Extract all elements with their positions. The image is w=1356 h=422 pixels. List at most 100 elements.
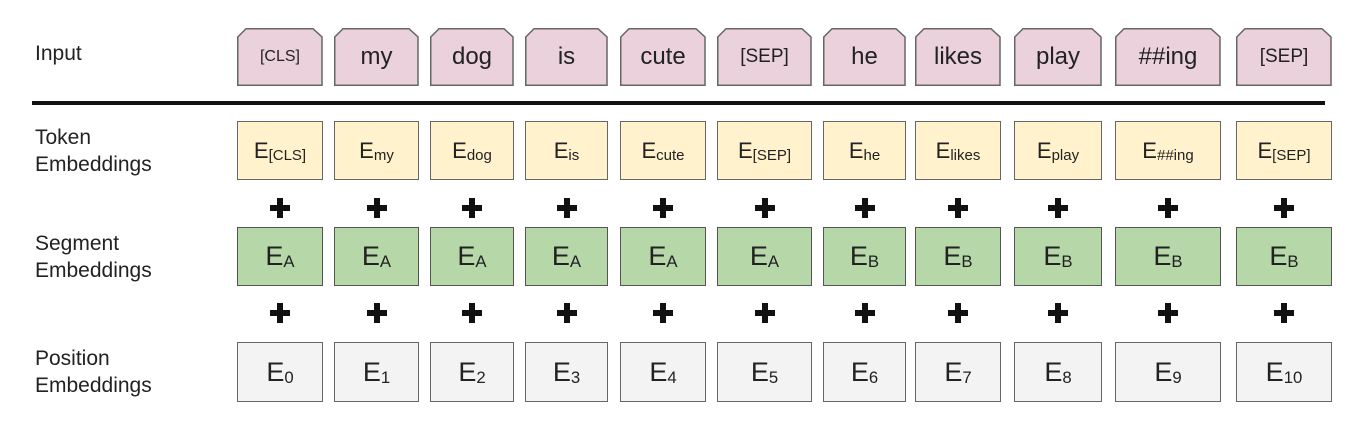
plus-icon-segment-position	[556, 303, 577, 323]
input-token-text: [SEP]	[740, 46, 789, 67]
segment-embedding-base: E	[265, 241, 284, 271]
position-embedding-base: E	[944, 356, 963, 387]
input-token-2: dog	[430, 28, 514, 86]
token-embedding-subscript: is	[568, 147, 580, 165]
input-token-shape	[334, 28, 419, 86]
segment-embedding-base: E	[1269, 241, 1288, 271]
segment-embedding-base: E	[943, 241, 962, 271]
token-embedding-subscript: [CLS]	[268, 147, 307, 165]
plus-icon-segment-position	[1048, 303, 1068, 323]
token-embeddings-label-line2: Embeddings	[35, 153, 152, 176]
segment-embedding-subscript: A	[767, 252, 780, 272]
position-embedding-subscript: 7	[962, 367, 972, 387]
token-embedding-subscript: dog	[466, 147, 492, 165]
plus-icon-token-segment	[366, 198, 387, 218]
input-token-text: cute	[640, 43, 686, 70]
segment-embedding-subscript: B	[1171, 252, 1183, 272]
plus-icon-segment-position	[1274, 303, 1294, 323]
input-token-text: play	[1035, 43, 1081, 70]
plus-icon-segment-position	[854, 303, 875, 323]
input-token-0: [CLS]	[237, 28, 323, 86]
position-embedding-base: E	[1044, 356, 1063, 387]
position-embedding-base: E	[1265, 356, 1284, 387]
segment-embedding-subscript: A	[569, 252, 582, 272]
input-token-shape	[430, 28, 514, 86]
position-embedding-subscript: 6	[868, 367, 879, 387]
position-embedding-subscript: 2	[476, 367, 486, 387]
token-embedding-base: E	[452, 137, 467, 163]
segment-embedding-base: E	[648, 241, 667, 271]
plus-icon-segment-position	[366, 303, 387, 323]
position-embeddings-label-line2: Embeddings	[35, 374, 152, 397]
input-token-text: he	[851, 43, 878, 70]
input-token-text: ##ing	[1138, 43, 1198, 70]
input-token-text: is	[557, 43, 576, 70]
position-embedding-base: E	[552, 356, 571, 387]
position-embedding-base: E	[850, 356, 869, 387]
input-token-1: my	[334, 28, 419, 86]
token-embedding-0: E[CLS]	[237, 121, 323, 180]
position-embedding-base: E	[1154, 356, 1173, 387]
token-embedding-subscript: he	[863, 147, 881, 165]
token-embedding-10: E[SEP]	[1236, 121, 1332, 180]
segment-embedding-subscript: B	[1287, 252, 1299, 272]
input-token-text: [CLS]	[259, 48, 300, 65]
segment-embedding-subscript: A	[666, 252, 678, 272]
segment-embedding-subscript: B	[961, 252, 973, 272]
segment-embedding-base: E	[1043, 241, 1062, 271]
token-embedding-base: E	[1036, 137, 1052, 163]
position-embedding-subscript: 0	[284, 367, 294, 387]
input-token-shape	[823, 28, 906, 86]
plus-icon-segment-position	[270, 303, 290, 323]
position-embedding-base: E	[458, 356, 477, 387]
input-token-shape	[915, 28, 1001, 86]
plus-icon-segment-position	[754, 303, 775, 323]
token-embedding-subscript: cute	[656, 147, 685, 165]
segment-embeddings-label: Segment Embeddings	[35, 230, 152, 284]
input-row-label: Input	[35, 42, 82, 65]
token-embedding-base: E	[737, 137, 753, 163]
token-embeddings-label-line1: Token	[35, 126, 92, 149]
plus-icon-token-segment	[948, 198, 968, 218]
position-embedding-subscript: 10	[1283, 367, 1303, 387]
input-token-shape	[1236, 28, 1332, 86]
position-embedding-subscript: 3	[570, 367, 581, 387]
token-embedding-subscript: play	[1051, 147, 1080, 165]
input-token-6: he	[823, 28, 906, 86]
segment-embedding-base: E	[361, 241, 380, 271]
position-embedding-subscript: 1	[380, 367, 391, 387]
plus-icon-segment-position	[653, 303, 673, 323]
plus-icon-token-segment	[653, 198, 673, 218]
segment-embeddings-label-line1: Segment	[35, 232, 120, 255]
plus-icon-token-segment	[462, 198, 482, 218]
position-embedding-base: E	[750, 356, 769, 387]
input-token-9: ##ing	[1115, 28, 1221, 86]
position-embedding-base: E	[266, 356, 285, 387]
position-embedding-subscript: 5	[768, 367, 779, 387]
input-token-shape	[620, 28, 706, 86]
input-token-text: my	[360, 43, 393, 70]
token-embedding-subscript: [SEP]	[1272, 147, 1311, 165]
token-embeddings-label: Token Embeddings	[35, 124, 152, 178]
